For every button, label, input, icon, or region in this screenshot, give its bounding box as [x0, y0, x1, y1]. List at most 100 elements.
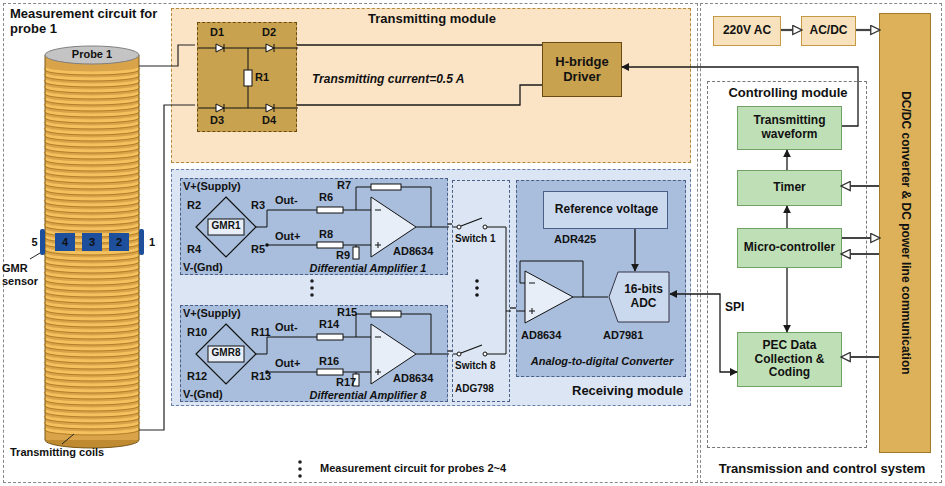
connector-line — [448, 350, 452, 351]
drawing-path — [45, 224, 139, 229]
node-text: R15 — [337, 306, 359, 319]
drawing-path — [45, 374, 139, 379]
drawing-rect — [55, 233, 75, 251]
node-text: D3 — [210, 114, 230, 127]
node-text: R13 — [251, 370, 269, 383]
node-text: R1 — [255, 71, 275, 84]
drawing-path — [45, 430, 139, 435]
drawing-rect — [353, 247, 359, 259]
drawing-line — [62, 434, 74, 444]
drawing-path — [45, 82, 139, 87]
connector-line — [510, 307, 516, 308]
node-label: H-bridge Driver — [546, 55, 618, 85]
node-label: 16-bits ADC — [620, 283, 667, 311]
drawing-path — [45, 268, 139, 273]
drawing-line — [30, 253, 40, 259]
drawing-path — [45, 340, 139, 345]
drawing-rect — [244, 70, 252, 86]
drawing-path — [45, 394, 139, 399]
drawing-path — [45, 298, 139, 303]
drawing-path — [356, 314, 431, 354]
drawing-path — [45, 308, 139, 313]
drawing-rect — [317, 334, 343, 340]
node-label: 220V AC — [723, 24, 771, 38]
node-text: R17 — [336, 376, 354, 389]
drawing-rect — [82, 233, 102, 251]
adc-chip: 16-bits ADC — [608, 271, 670, 323]
drawing-path — [45, 88, 139, 93]
connector-line — [842, 185, 879, 187]
node-label: Transmitting module — [172, 12, 692, 27]
drawing-path — [45, 104, 139, 109]
drawing-path — [45, 124, 139, 129]
drawing-path — [45, 172, 139, 177]
drawing-path — [45, 176, 139, 181]
drawing-circle — [457, 225, 461, 229]
drawing-path — [45, 80, 139, 85]
drawing-path — [45, 424, 139, 429]
node-label: D1 — [210, 26, 230, 39]
drawing-path — [45, 280, 139, 285]
drawing-path — [45, 416, 139, 421]
node-text: R16 — [319, 355, 341, 368]
drawing-path — [256, 210, 371, 227]
process-box: Timer — [737, 170, 842, 206]
drawing-circle — [298, 460, 302, 464]
drawing-path — [45, 304, 139, 309]
drawing-path — [45, 148, 139, 153]
drawing-path — [45, 256, 139, 261]
node-label: AC/DC — [810, 24, 848, 38]
drawing-path — [45, 386, 139, 391]
drawing-path — [198, 48, 298, 108]
node-label: Reference voltage — [544, 203, 669, 217]
drawing-path — [256, 337, 371, 354]
node-text: Analog-to-digital Converter — [517, 355, 687, 368]
drawing-path — [520, 261, 608, 297]
drawing-path — [45, 326, 139, 331]
node-text: R7 — [337, 179, 359, 192]
drawing-path — [45, 218, 139, 223]
drawing-g — [45, 68, 139, 435]
node-label: AD8634 — [521, 329, 581, 342]
driver-box: H-bridge Driver — [542, 42, 622, 97]
drawing-path — [45, 152, 139, 157]
drawing-path — [45, 286, 139, 291]
switch-array: Switch 1Switch 8ADG798 — [452, 180, 510, 402]
node-text: AD7981 — [603, 329, 663, 342]
drawing-path — [45, 140, 139, 145]
node-text: ADG798 — [455, 383, 509, 395]
drawing-path — [45, 344, 139, 349]
node-label: Micro-controller — [744, 241, 835, 255]
drawing-circle — [298, 467, 302, 471]
node-label: Receiving module — [572, 384, 690, 399]
part-label: Transmitting coils — [10, 446, 140, 459]
drawing-path — [45, 398, 139, 403]
drawing-path — [45, 184, 139, 189]
drawing-path — [45, 128, 139, 133]
part-label: 2 — [109, 236, 129, 249]
drawing-path — [356, 187, 431, 227]
connector-line — [842, 356, 879, 358]
drawing-path — [45, 94, 139, 99]
part-label: 3 — [82, 236, 102, 249]
connector-line — [786, 206, 787, 228]
power-line-bar: DC/DC converter & DC power line communic… — [879, 13, 931, 453]
node-label: V+(Supply) — [183, 307, 263, 320]
drawing-path — [45, 260, 139, 265]
drawing-path — [45, 110, 139, 115]
drawing-circle — [310, 286, 314, 290]
drawing-path — [453, 227, 457, 354]
drawing-circle — [475, 286, 479, 290]
diode-bridge: D1D2R1D3D4 — [197, 22, 297, 132]
drawing-path — [45, 220, 139, 225]
drawing-path — [45, 388, 139, 393]
drawing-path — [45, 202, 139, 207]
drawing-path — [45, 410, 139, 415]
drawing-path — [45, 350, 139, 355]
drawing-path — [45, 112, 139, 117]
drawing-path — [45, 226, 139, 231]
drawing-path — [375, 337, 381, 375]
drawing-path — [224, 44, 274, 112]
drawing-path — [196, 197, 256, 257]
